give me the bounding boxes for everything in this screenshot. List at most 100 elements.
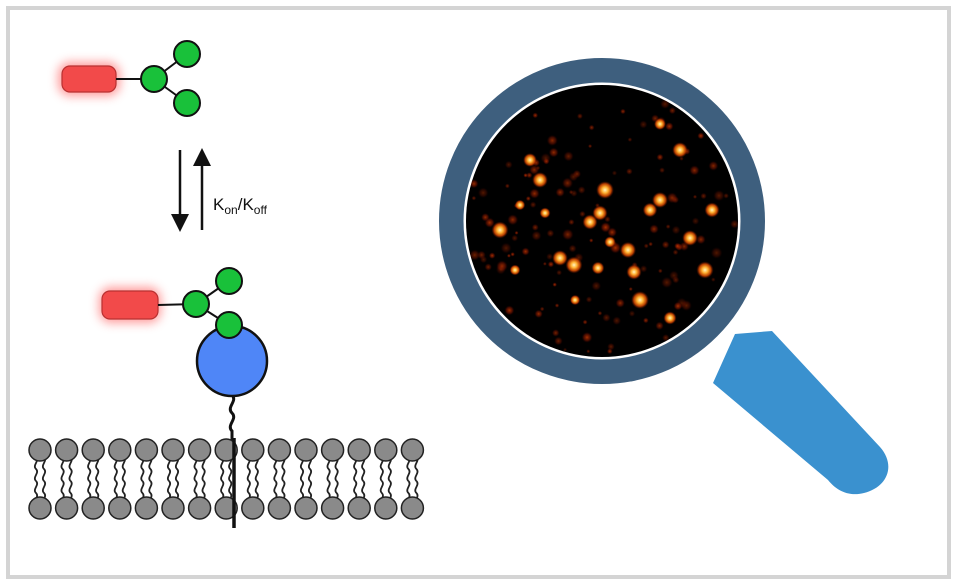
lipid-head xyxy=(81,496,105,520)
bound-probe xyxy=(99,267,243,339)
bright-spot xyxy=(704,202,720,218)
dim-spot xyxy=(628,310,636,317)
dim-spot xyxy=(692,194,698,199)
dim-spot xyxy=(563,347,568,352)
equilibrium-arrows: Kon/Koff xyxy=(171,148,268,232)
dim-spot xyxy=(568,219,575,226)
dim-spot xyxy=(659,167,666,174)
fluorescent-dye-icon xyxy=(101,290,159,320)
dim-spot xyxy=(507,214,519,226)
dim-spot xyxy=(586,349,591,354)
bright-spot xyxy=(539,207,551,219)
dim-spot xyxy=(713,189,725,202)
dim-spot xyxy=(529,188,540,199)
dim-spot xyxy=(671,225,681,235)
lipid-head xyxy=(241,438,265,462)
dim-spot xyxy=(662,333,670,342)
arrow-up-icon xyxy=(193,148,211,230)
dim-spot xyxy=(506,253,512,258)
lipid-head xyxy=(108,496,132,520)
dim-spot xyxy=(555,187,565,198)
lipid-head xyxy=(214,496,238,520)
dim-spot xyxy=(585,296,593,303)
dim-spot xyxy=(531,230,542,241)
dim-spot xyxy=(481,212,490,222)
lipid-bilayer-icon xyxy=(28,438,425,520)
dim-spot xyxy=(546,253,554,261)
lipid-head xyxy=(28,438,52,462)
dim-spot xyxy=(548,147,559,158)
dim-spot xyxy=(697,132,705,140)
lipid-head xyxy=(320,496,345,520)
lipid-head xyxy=(28,496,52,520)
bright-spot xyxy=(569,294,581,306)
dim-spot xyxy=(612,316,622,326)
lipid-head xyxy=(134,438,159,462)
dim-spot xyxy=(655,321,664,331)
dim-spot xyxy=(582,319,588,325)
dim-spot xyxy=(723,192,730,199)
lens-ring xyxy=(439,58,765,384)
bright-spot xyxy=(654,118,666,130)
dim-spot xyxy=(710,277,716,282)
bright-spot xyxy=(532,172,548,188)
dim-spot xyxy=(639,120,648,129)
bright-spot xyxy=(631,291,649,309)
dim-spot xyxy=(668,107,676,115)
dim-spot xyxy=(531,223,539,232)
dim-spot xyxy=(627,137,633,142)
dim-spot xyxy=(607,227,618,238)
dim-spot xyxy=(552,282,558,287)
dim-spot xyxy=(588,238,594,243)
arrow-down-icon xyxy=(171,150,189,232)
bright-spot xyxy=(682,230,698,246)
dim-spot xyxy=(730,219,738,229)
bright-spot xyxy=(591,261,605,275)
dim-spot xyxy=(535,165,541,171)
bright-spot xyxy=(651,191,669,209)
dim-spot xyxy=(504,160,513,169)
dim-spot xyxy=(665,224,671,230)
dim-spot xyxy=(526,172,533,179)
lipid-head xyxy=(294,438,318,462)
lipid-head xyxy=(241,496,265,520)
bright-spot xyxy=(672,142,688,158)
dim-spot xyxy=(628,286,633,292)
dim-spot xyxy=(660,276,673,289)
dim-spot xyxy=(606,348,613,355)
dim-spot xyxy=(666,192,678,204)
dim-spot xyxy=(542,261,547,266)
dim-spot xyxy=(479,255,488,264)
lipid-head xyxy=(214,438,238,462)
lipid-head xyxy=(134,496,159,520)
super-resolution-image-icon xyxy=(466,85,738,357)
lipid-head xyxy=(347,438,371,462)
lipid-head xyxy=(161,438,185,462)
dim-spot xyxy=(672,249,679,256)
bright-spot xyxy=(552,250,568,266)
dim-spot xyxy=(643,243,649,249)
dim-spot xyxy=(504,183,510,189)
dim-spot xyxy=(674,242,681,250)
dim-spot xyxy=(495,264,506,275)
dim-spot xyxy=(484,263,493,271)
lipid-head xyxy=(108,438,132,462)
lens-inner-edge xyxy=(463,82,741,360)
dim-spot xyxy=(532,112,539,119)
lipid-head xyxy=(187,438,212,462)
dim-spot xyxy=(561,177,574,189)
bright-spot xyxy=(509,264,521,276)
dim-spot xyxy=(597,310,603,316)
dim-spot xyxy=(514,230,519,235)
dim-spot xyxy=(477,187,489,199)
dim-spot xyxy=(588,124,595,131)
receptor-anchor xyxy=(228,393,236,440)
dim-spot xyxy=(471,195,477,201)
dim-spot xyxy=(591,280,602,291)
dim-spot xyxy=(521,247,530,256)
dim-spot xyxy=(710,246,723,259)
bright-spot xyxy=(604,236,616,248)
kon-koff-label: Kon/Koff xyxy=(213,195,268,217)
dim-spot xyxy=(673,301,683,311)
